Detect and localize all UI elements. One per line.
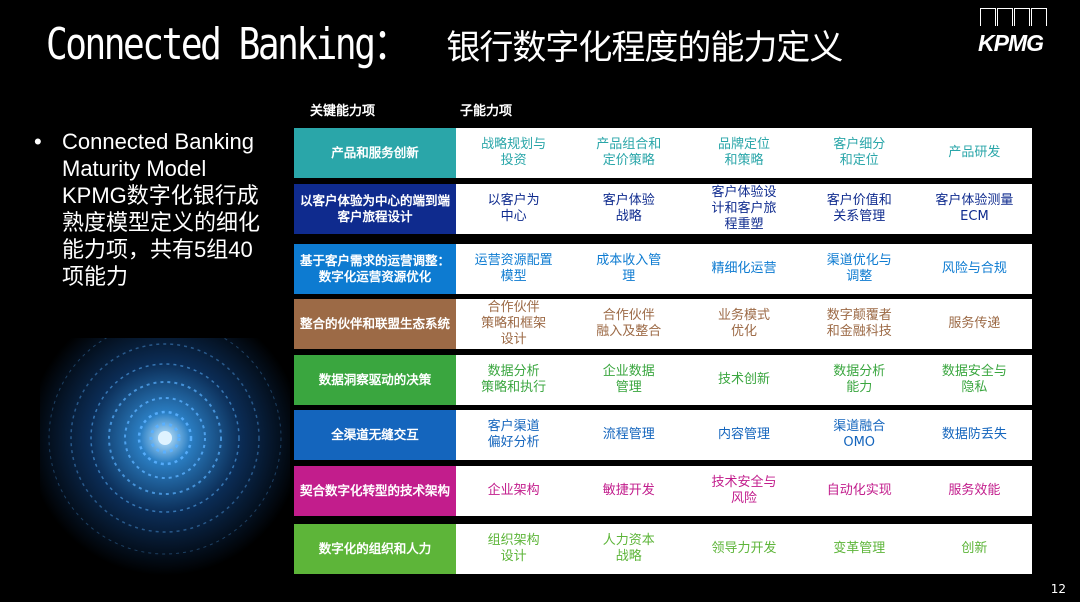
sub-capability-cell: 数据防丢失 <box>941 427 1007 442</box>
category-label: 契合数字化转型的技术架构 <box>294 466 456 516</box>
sub-capability-cell: 渠道融合 OMO <box>833 419 886 450</box>
sub-capability-cell: 数据分析 能力 <box>833 364 886 395</box>
sub-capability-cell: 领导力开发 <box>711 541 777 556</box>
category-label: 以客户体验为中心的端到端客户旅程设计 <box>294 184 456 234</box>
sub-capability-cell: 客户渠道 偏好分析 <box>487 419 540 450</box>
capability-row: 整合的伙伴和联盟生态系统合作伙伴 策略和框架 设计 合作伙伴 融入及整合 业务模式 … <box>294 299 1032 349</box>
title-english: Connected Banking： <box>46 19 410 70</box>
sub-capability-cell: 风险与合规 <box>941 261 1007 276</box>
sub-capability-cell: 数据分析 策略和执行 <box>481 364 547 395</box>
kpmg-logo: KPMG <box>978 8 1050 56</box>
sub-capability-cell: 合作伙伴 策略和框架 设计 <box>481 300 547 347</box>
sub-capability-group: 战略规划与 投资 产品组合和 定价策略 品牌定位 和策略 客户细分 和定位 产品研发 <box>456 128 1032 178</box>
digital-tunnel-image <box>40 338 290 588</box>
category-label: 数据洞察驱动的决策 <box>294 355 456 405</box>
sub-capability-cell: 运营资源配置 模型 <box>474 253 553 284</box>
sub-capability-cell: 数字颠覆者 和金融科技 <box>826 308 892 339</box>
sub-capability-cell: 产品组合和 定价策略 <box>596 137 662 168</box>
sub-capability-cell: 业务模式 优化 <box>718 308 771 339</box>
sub-capability-cell: 流程管理 <box>602 427 655 442</box>
bullet-icon: • <box>34 129 42 154</box>
title-chinese: 银行数字化程度的能力定义 <box>446 28 843 68</box>
sub-capability-cell: 客户体验 战略 <box>602 193 655 224</box>
sub-capability-group: 数据分析 策略和执行 企业数据 管理 技术创新 数据分析 能力 数据安全与 隐私 <box>456 355 1032 405</box>
category-label: 整合的伙伴和联盟生态系统 <box>294 299 456 349</box>
sub-capability-cell: 敏捷开发 <box>602 483 655 498</box>
sub-capability-cell: 数据安全与 隐私 <box>941 364 1007 395</box>
sub-capability-group: 合作伙伴 策略和框架 设计 合作伙伴 融入及整合 业务模式 优化 数字颠覆者 和金融科… <box>456 299 1032 349</box>
sub-capability-group: 以客户为 中心 客户体验 战略 客户体验设 计和客户旅 程重塑 客户价值和 关系管理 客… <box>456 184 1032 234</box>
sub-capability-cell: 精细化运营 <box>711 261 777 276</box>
sub-capability-group: 组织架构 设计 人力资本 战略 领导力开发 变革管理 创新 <box>456 524 1032 574</box>
sub-capability-cell: 变革管理 <box>833 541 886 556</box>
sub-capability-cell: 客户价值和 关系管理 <box>826 193 892 224</box>
sub-capability-cell: 企业数据 管理 <box>602 364 655 395</box>
sub-capability-cell: 品牌定位 和策略 <box>718 137 771 168</box>
sub-capability-cell: 服务效能 <box>948 483 1001 498</box>
bullet-text: Connected Banking Maturity Model KPMG数字化… <box>62 129 261 289</box>
sub-capability-cell: 成本收入管 理 <box>596 253 662 284</box>
sub-capability-group: 客户渠道 偏好分析 流程管理 内容管理 渠道融合 OMO 数据防丢失 <box>456 410 1032 460</box>
header-key-capability: 关键能力项 <box>310 104 376 119</box>
header-sub-capability: 子能力项 <box>460 104 513 119</box>
logo-boxes-icon <box>980 8 1048 26</box>
bullet-point: • Connected Banking Maturity Model KPMG数… <box>34 128 274 290</box>
capability-row: 契合数字化转型的技术架构 企业架构 敏捷开发 技术安全与 风险 自动化实现 服务效能 <box>294 466 1032 516</box>
sub-capability-cell: 产品研发 <box>948 145 1001 160</box>
sub-capability-cell: 客户体验设 计和客户旅 程重塑 <box>711 185 777 232</box>
logo-text: KPMG <box>978 30 1044 56</box>
sub-capability-cell: 人力资本 战略 <box>602 533 655 564</box>
sub-capability-cell: 客户细分 和定位 <box>833 137 886 168</box>
page-number: 12 <box>1050 582 1066 596</box>
sub-capability-cell: 企业架构 <box>487 483 540 498</box>
sub-capability-cell: 战略规划与 投资 <box>481 137 547 168</box>
capability-row: 基于客户需求的运营调整：数字化运营资源优化运营资源配置 模型 成本收入管 理 精细化… <box>294 244 1032 294</box>
capability-row: 数字化的组织和人力组织架构 设计 人力资本 战略 领导力开发 变革管理 创新 <box>294 524 1032 574</box>
sub-capability-cell: 客户体验测量 ECM <box>935 193 1014 224</box>
sub-capability-cell: 组织架构 设计 <box>487 533 540 564</box>
sub-capability-cell: 技术创新 <box>718 372 771 387</box>
sub-capability-cell: 渠道优化与 调整 <box>826 253 892 284</box>
slide-title: Connected Banking： 银行数字化程度的能力定义 <box>46 19 946 70</box>
capability-row: 数据洞察驱动的决策数据分析 策略和执行 企业数据 管理 技术创新 数据分析 能力 数据安… <box>294 355 1032 405</box>
category-label: 产品和服务创新 <box>294 128 456 178</box>
sub-capability-group: 企业架构 敏捷开发 技术安全与 风险 自动化实现 服务效能 <box>456 466 1032 516</box>
category-label: 基于客户需求的运营调整：数字化运营资源优化 <box>294 244 456 294</box>
sub-capability-cell: 技术安全与 风险 <box>711 475 777 506</box>
sub-capability-cell: 创新 <box>961 541 988 556</box>
category-label: 全渠道无缝交互 <box>294 410 456 460</box>
sub-capability-cell: 自动化实现 <box>826 483 892 498</box>
capability-row: 以客户体验为中心的端到端客户旅程设计以客户为 中心 客户体验 战略 客户体验设 计和… <box>294 184 1032 234</box>
sub-capability-cell: 内容管理 <box>718 427 771 442</box>
sub-capability-group: 运营资源配置 模型 成本收入管 理 精细化运营 渠道优化与 调整 风险与合规 <box>456 244 1032 294</box>
sub-capability-cell: 以客户为 中心 <box>487 193 540 224</box>
category-label: 数字化的组织和人力 <box>294 524 456 574</box>
capability-row: 全渠道无缝交互客户渠道 偏好分析 流程管理 内容管理 渠道融合 OMO 数据防丢失 <box>294 410 1032 460</box>
capability-row: 产品和服务创新战略规划与 投资 产品组合和 定价策略 品牌定位 和策略 客户细分 和定… <box>294 128 1032 178</box>
sub-capability-cell: 服务传递 <box>948 316 1001 331</box>
sub-capability-cell: 合作伙伴 融入及整合 <box>596 308 662 339</box>
